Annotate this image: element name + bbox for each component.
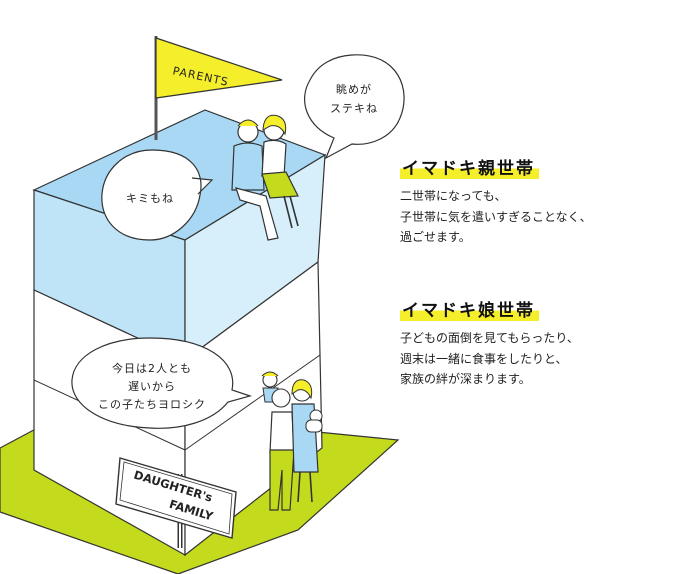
bubble-bottom-line-1: 今日は2人とも (112, 361, 192, 375)
desc-line: 子世帯に気を遣いすぎることなく、 (400, 209, 592, 224)
bubble-bottom-line-3: この子たちヨロシク (98, 398, 206, 411)
desc-line: 二世帯になっても、 (400, 189, 507, 203)
speech-bubble-top: 眺めが ステキね (304, 54, 405, 160)
bubble-bottom-line-2: 遅いから (128, 380, 176, 393)
daughters-family (261, 371, 323, 511)
parents-couple (231, 114, 299, 241)
section-heading-daughter: イマドキ娘世帯 (400, 296, 539, 321)
desc-line: 子どもの面倒を見てもらったり、 (400, 331, 579, 345)
bubble-top-line-1: 眺めが (336, 82, 372, 96)
bubble-top-line-2: ステキね (330, 102, 378, 115)
bubble-left-text: キミもね (126, 192, 174, 205)
speech-bubble-bottom: 今日は2人とも 遅いから この子たちヨロシク (71, 337, 253, 429)
desc-line: 家族の絆が深まります。 (400, 372, 531, 386)
daughters-family-sign: DAUGHTER's FAMILY (115, 457, 237, 548)
desc-line: 過ごせます。 (400, 230, 471, 244)
section-desc-parents: 二世帯になっても、 子世帯に気を遣いすぎることなく、 過ごせます。 (400, 186, 592, 248)
section-desc-daughter: 子どもの面倒を見てもらったり、 週末は一緒に食事をしたりと、 家族の絆が深まりま… (400, 328, 579, 390)
section-heading-parents: イマドキ親世帯 (400, 154, 539, 179)
parents-flag: PARENTS (154, 36, 283, 140)
desc-line: 週末は一緒に食事をしたりと、 (400, 351, 568, 366)
speech-bubble-left: キミもね (101, 149, 214, 241)
